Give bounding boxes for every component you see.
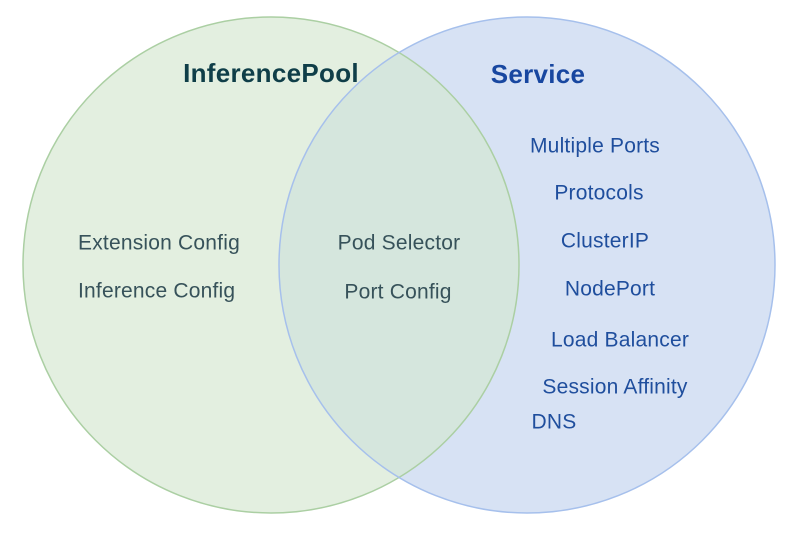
left-item-extension-config: Extension Config xyxy=(78,231,240,255)
right-circle-outline xyxy=(278,16,776,514)
right-item-dns: DNS xyxy=(531,410,577,434)
right-item-protocols: Protocols xyxy=(554,181,644,205)
right-item-nodeport: NodePort xyxy=(564,277,656,301)
left-circle-title: InferencePool xyxy=(183,58,359,88)
intersection-item-port-config: Port Config xyxy=(344,280,452,304)
right-item-multiple-ports: Multiple Ports xyxy=(529,134,661,158)
right-item-session-affinity: Session Affinity xyxy=(542,375,688,399)
right-circle-title: Service xyxy=(490,59,586,89)
left-circle-outline xyxy=(22,16,520,514)
intersection-item-pod-selector: Pod Selector xyxy=(337,231,461,255)
left-item-inference-config: Inference Config xyxy=(78,279,236,303)
intersection-fill xyxy=(279,17,519,513)
right-item-load-balancer: Load Balancer xyxy=(550,328,690,352)
right-item-clusterip: ClusterIP xyxy=(560,229,650,253)
